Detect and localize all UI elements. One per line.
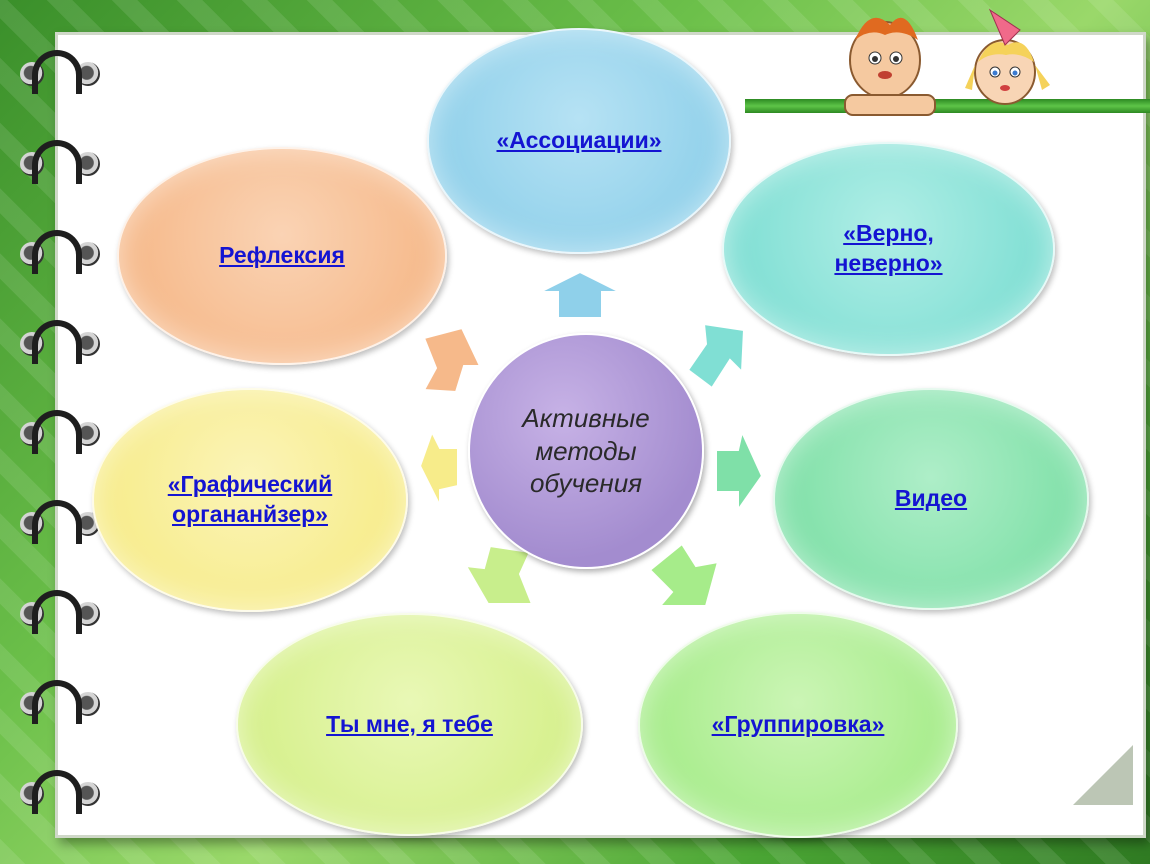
center-label: Активные методы обучения: [522, 403, 650, 499]
node-video-link[interactable]: Видео: [894, 485, 968, 512]
page-curl: [1073, 745, 1133, 805]
node-true-false-link[interactable]: «Верно, неверно»: [834, 220, 943, 276]
binding-ring: [14, 320, 106, 364]
spiral-binding: [14, 50, 114, 820]
binding-ring: [14, 680, 106, 724]
node-reflection-link[interactable]: Рефлексия: [219, 242, 345, 269]
node-reflection: Рефлексия: [117, 147, 447, 365]
arrow-left: [418, 429, 459, 507]
arrow-up: [539, 270, 621, 319]
node-associations-link[interactable]: «Ассоциации»: [496, 127, 662, 154]
node-graphic-organizer: «Графический органанйзер»: [92, 388, 408, 612]
girl-icon: [965, 8, 1050, 105]
arrow-right: [715, 428, 764, 514]
node-grouping: «Группировка»: [638, 612, 958, 838]
node-grouping-link[interactable]: «Группировка»: [711, 711, 885, 738]
boy-icon: [844, 17, 936, 116]
binding-ring: [14, 140, 106, 184]
binding-ring: [14, 590, 106, 634]
binding-ring: [14, 770, 106, 814]
binding-ring: [14, 50, 106, 94]
arrow-lower-left: [464, 544, 534, 605]
center-node: Активные методы обучения: [468, 333, 704, 569]
node-graphic-organizer-link[interactable]: «Графический органанйзер»: [167, 471, 333, 527]
node-associations: «Ассоциации»: [427, 28, 731, 254]
binding-ring: [14, 230, 106, 274]
arrow-lower-right: [648, 542, 720, 607]
kids-illustration: [844, 8, 1050, 116]
arrow-upper-right: [686, 322, 746, 390]
arrow-upper-left: [422, 326, 482, 394]
binding-ring: [14, 410, 106, 454]
node-video: Видео: [773, 388, 1089, 610]
node-you-me-link[interactable]: Ты мне, я тебе: [326, 710, 493, 737]
node-true-false: «Верно, неверно»: [722, 142, 1055, 356]
node-you-me: Ты мне, я тебе: [236, 613, 583, 836]
